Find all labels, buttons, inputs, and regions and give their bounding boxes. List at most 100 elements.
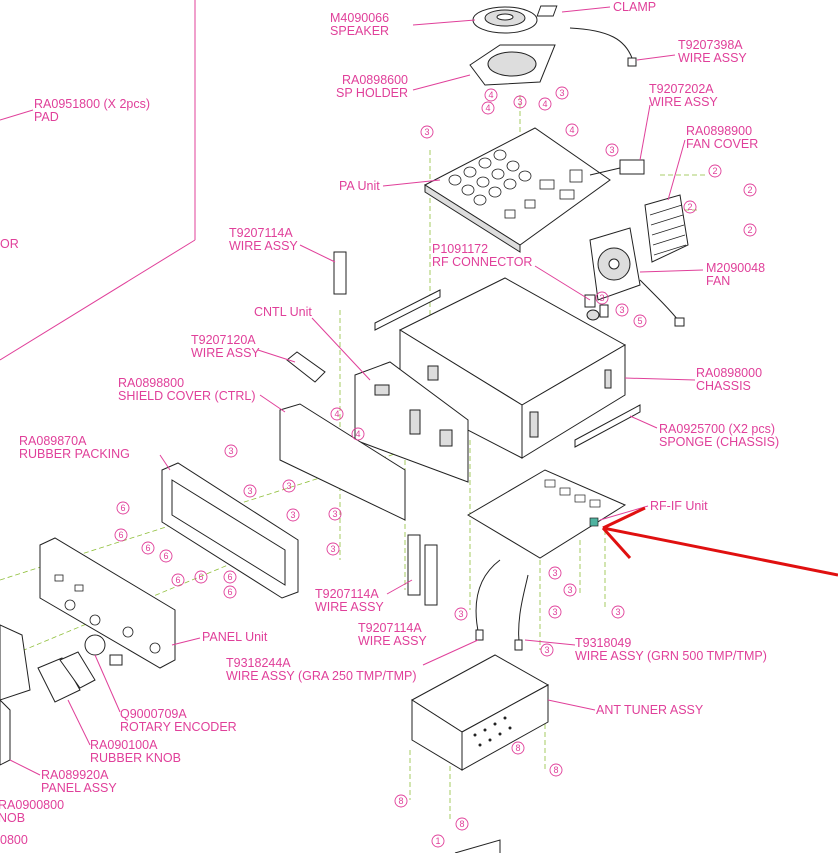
screw-callout: 3 <box>611 605 625 619</box>
screw-callout: 3 <box>454 607 468 621</box>
screw-callout: 3 <box>420 125 434 139</box>
screw-callout: 3 <box>540 643 554 657</box>
svg-text:3: 3 <box>424 127 429 137</box>
label-rf-if-unit: RF-IF Unit <box>650 499 708 513</box>
clamp-part <box>536 5 558 17</box>
svg-text:1: 1 <box>435 836 440 846</box>
speaker-part <box>472 6 538 34</box>
rf-if-unit-part <box>467 469 627 559</box>
wire-assy-1-part <box>569 27 633 59</box>
screw-callout: 6 <box>141 541 155 555</box>
screw-callout: 6 <box>116 501 130 515</box>
screw-callout: 6 <box>223 585 237 599</box>
chassis-part <box>398 277 627 459</box>
svg-text:3: 3 <box>619 305 624 315</box>
screw-callouts: 3 4 4 3 3 4 4 3 2 2 2 2 3 3 5 4 4 3 3 3 … <box>114 86 757 848</box>
label-clamp: CLAMP <box>613 0 657 14</box>
svg-text:8: 8 <box>398 796 403 806</box>
pa-unit-part <box>423 127 611 253</box>
screw-callout: 4 <box>565 123 579 137</box>
wire-assy-8-part <box>475 559 501 641</box>
screw-callout: 4 <box>330 407 344 421</box>
svg-text:3: 3 <box>247 486 252 496</box>
panel-unit-part <box>39 537 176 669</box>
screw-callout: 3 <box>605 143 619 157</box>
screw-callout: 1 <box>431 834 445 848</box>
screw-callout: 3 <box>286 508 300 522</box>
svg-text:8: 8 <box>459 819 464 829</box>
svg-text:2: 2 <box>747 185 752 195</box>
svg-text:3: 3 <box>552 568 557 578</box>
rf-connector-part <box>584 294 609 321</box>
screw-callout: 4 <box>538 97 552 111</box>
svg-text:6: 6 <box>227 572 232 582</box>
svg-text:3: 3 <box>559 88 564 98</box>
svg-text:4: 4 <box>488 90 493 100</box>
wire-assy-3-part <box>333 251 347 295</box>
label-fragment-or: OR <box>0 237 19 251</box>
screw-callout: 2 <box>743 223 757 237</box>
label-panel-unit: PANEL Unit <box>202 630 268 644</box>
screw-callout: 3 <box>548 566 562 580</box>
screw-callout: 6 <box>194 570 208 584</box>
svg-text:6: 6 <box>227 587 232 597</box>
svg-text:3: 3 <box>552 607 557 617</box>
svg-text:4: 4 <box>334 409 339 419</box>
svg-text:3: 3 <box>567 585 572 595</box>
svg-text:3: 3 <box>290 510 295 520</box>
rubber-knob-part <box>37 651 96 703</box>
svg-text:6: 6 <box>118 530 123 540</box>
screw-callout: 3 <box>328 507 342 521</box>
svg-text:3: 3 <box>330 544 335 554</box>
rotary-encoder-part <box>84 634 123 666</box>
label-pa-unit: PA Unit <box>339 179 380 193</box>
svg-text:3: 3 <box>458 609 463 619</box>
screw-callout: 8 <box>394 794 408 808</box>
screw-callout: 6 <box>159 549 173 563</box>
svg-text:6: 6 <box>198 572 203 582</box>
wire-assy-1-connector <box>627 57 637 67</box>
leader-lines <box>0 6 704 776</box>
screw-callout: 3 <box>615 303 629 317</box>
screw-callout: 3 <box>555 86 569 100</box>
wire-assy-8-connector <box>475 629 484 641</box>
sponge-1-part <box>374 289 441 331</box>
svg-text:4: 4 <box>485 103 490 113</box>
screw-callout: 3 <box>548 605 562 619</box>
svg-text:2: 2 <box>712 166 717 176</box>
label-ant-tuner: ANT TUNER ASSY <box>596 703 704 717</box>
svg-text:8: 8 <box>553 765 558 775</box>
screw-callout: 3 <box>595 291 609 305</box>
svg-text:6: 6 <box>163 551 168 561</box>
svg-text:5: 5 <box>637 316 642 326</box>
svg-text:3: 3 <box>599 293 604 303</box>
screw-callout: 3 <box>513 95 527 109</box>
shield-cover-part <box>279 403 406 521</box>
fan-cover-part <box>644 194 689 263</box>
screw-callout: 6 <box>114 528 128 542</box>
screw-callout: 2 <box>743 183 757 197</box>
svg-text:2: 2 <box>747 225 752 235</box>
highlight-pointer-arrow <box>601 506 838 577</box>
screw-callout: 8 <box>455 817 469 831</box>
screw-callout: 3 <box>326 542 340 556</box>
panel-assy-part <box>0 624 31 766</box>
wire-assy-2-part <box>589 159 645 176</box>
svg-text:4: 4 <box>355 429 360 439</box>
